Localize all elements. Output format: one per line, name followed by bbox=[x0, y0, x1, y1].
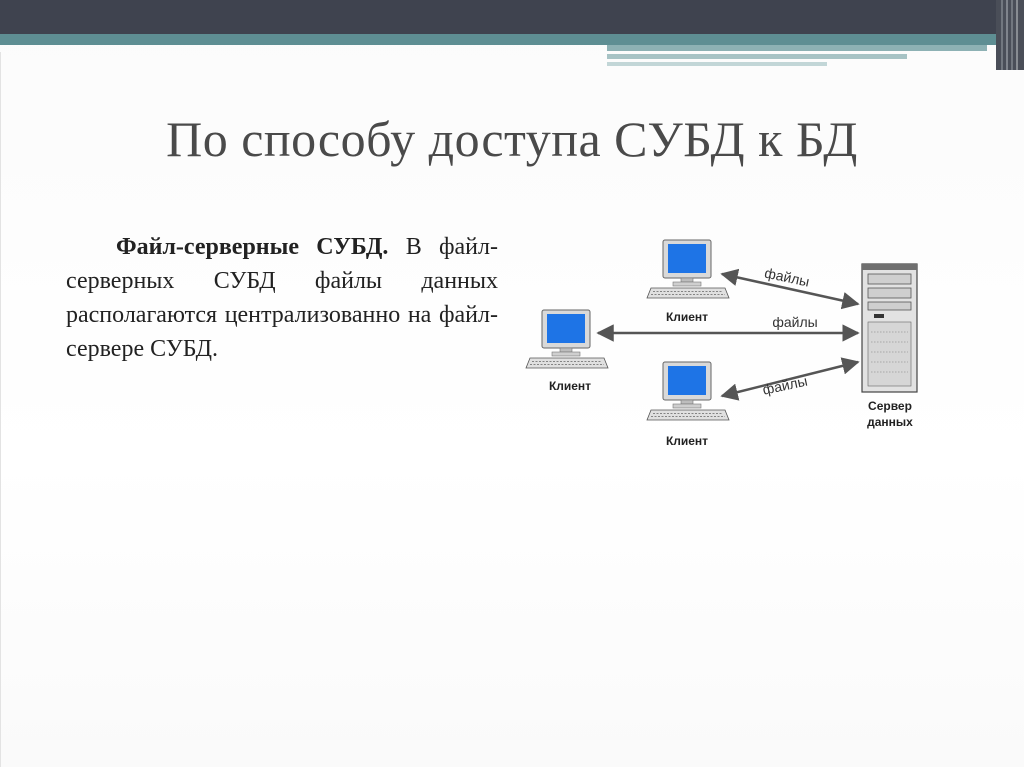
client-computer-icon bbox=[525, 309, 609, 369]
header-stripe bbox=[607, 45, 987, 51]
file-server-diagram: файлы файлы файлы Клиент Клиент Клиент С… bbox=[525, 239, 918, 448]
server-tower-icon bbox=[861, 263, 918, 393]
server-label: Сервер bbox=[868, 399, 912, 413]
client-label: Клиент bbox=[666, 434, 708, 448]
client-label: Клиент bbox=[666, 310, 708, 324]
client-label: Клиент bbox=[549, 379, 591, 393]
frame-line bbox=[0, 52, 1, 767]
body-paragraph: Файл-серверные СУБД. В файл-серверных СУ… bbox=[66, 230, 498, 366]
client-computer-icon bbox=[646, 239, 730, 299]
header-stripe bbox=[607, 54, 907, 59]
corner-decoration bbox=[996, 0, 1024, 70]
client-computer-icon bbox=[646, 361, 730, 421]
header-stripe bbox=[607, 62, 827, 66]
paragraph-text: В файл-серверных СУБД файлы данных распо… bbox=[66, 234, 498, 362]
arrow-label: файлы bbox=[761, 373, 809, 398]
header-teal-bar bbox=[0, 34, 1024, 45]
arrow-label: файлы bbox=[772, 314, 817, 330]
bold-lead: Файл-серверные СУБД. bbox=[116, 234, 389, 260]
server-label: данных bbox=[867, 415, 913, 429]
arrow-top bbox=[720, 268, 860, 310]
arrow-bottom bbox=[720, 357, 860, 401]
slide-title: По способу доступа СУБД к БД bbox=[166, 111, 858, 167]
header-dark-bar bbox=[0, 0, 1024, 34]
